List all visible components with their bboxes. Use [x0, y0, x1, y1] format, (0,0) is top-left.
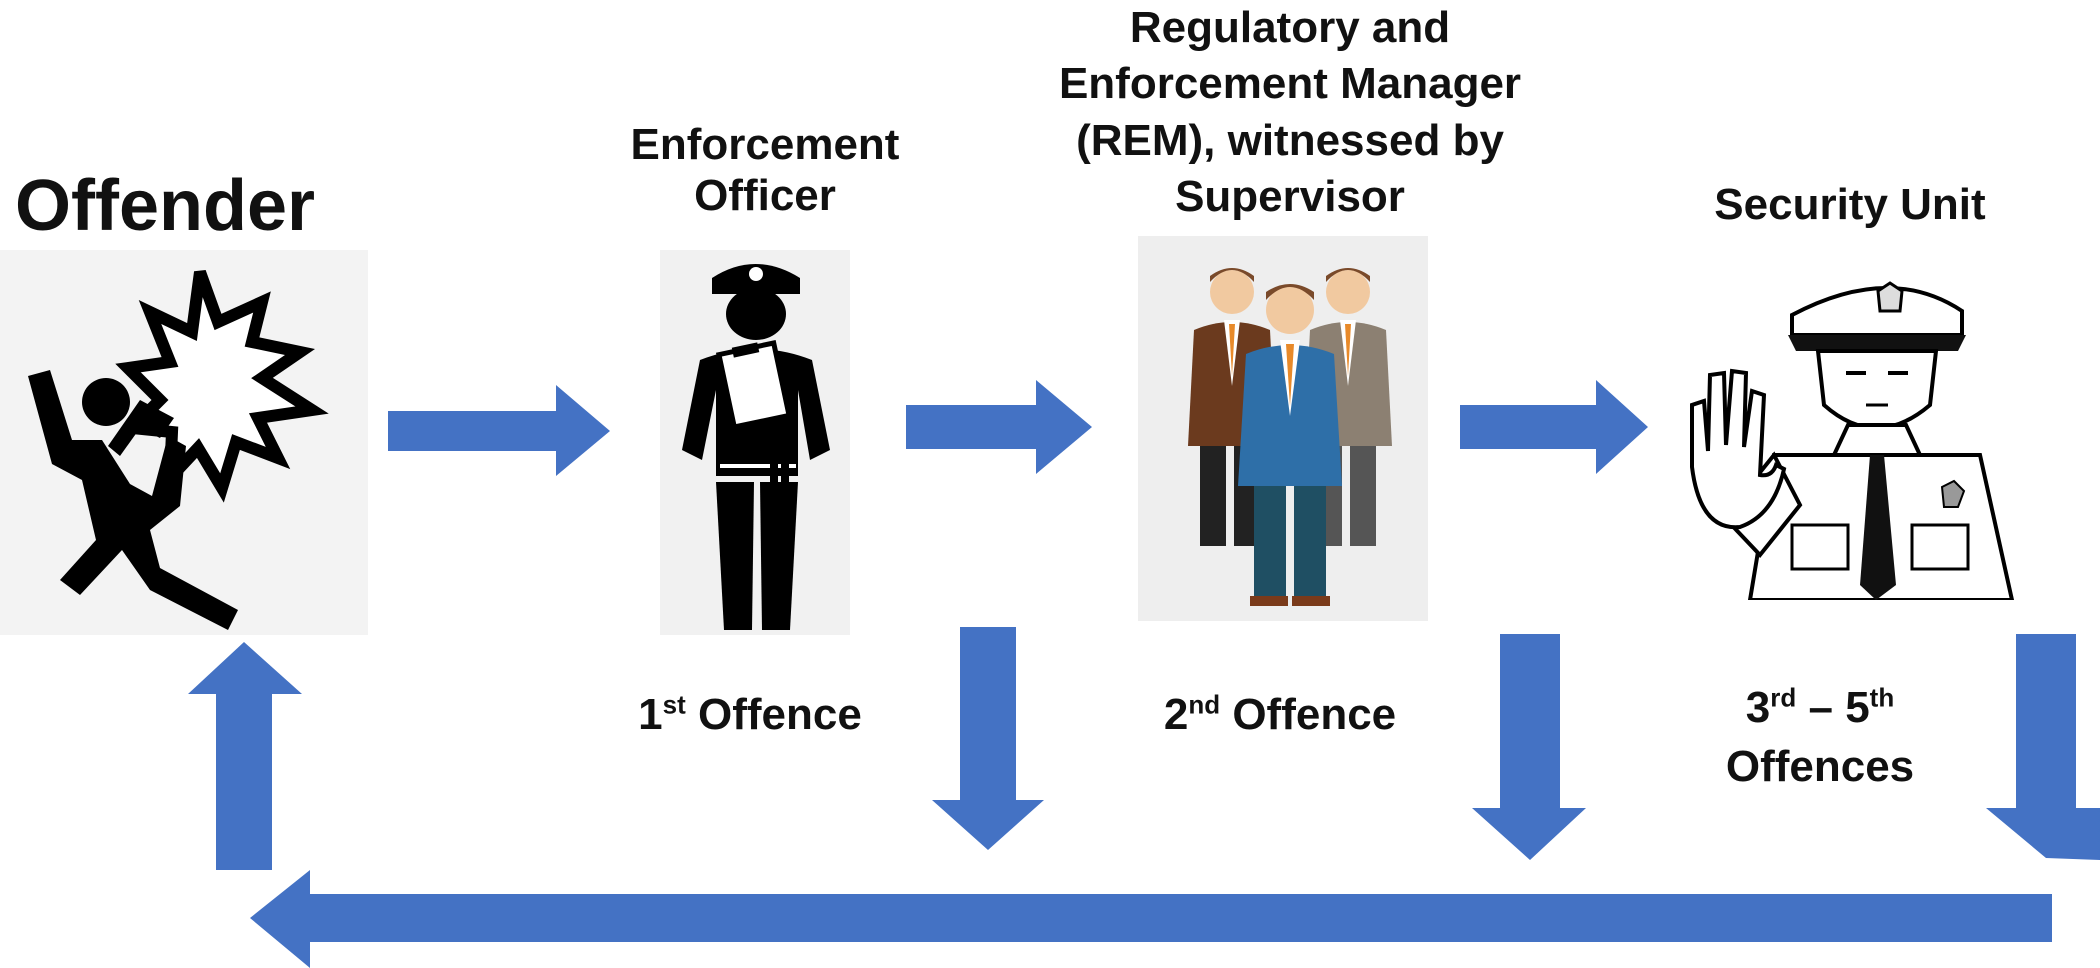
second-offence-label: 2nd Offence [1130, 685, 1430, 744]
rem-title-line3: (REM), witnessed by [1076, 115, 1504, 165]
first-offence-sup: st [662, 689, 686, 720]
offender-explosion-icon [28, 269, 329, 630]
rem-title-line1: Regulatory and [1129, 3, 1451, 52]
enforcement-officer-title: Enforcement Officer [595, 120, 935, 221]
first-offence-num: 1 [638, 690, 663, 739]
fifth-num: 5 [1845, 683, 1870, 732]
arrow-return-left [250, 870, 2052, 968]
arrow-second-offence-down [1472, 634, 1586, 860]
rem-title-line4: Supervisor [1175, 171, 1405, 221]
officer-title-line2: Officer [694, 170, 836, 220]
arrow-return-up [188, 642, 302, 870]
officer-clipboard-icon [682, 264, 830, 630]
rem-title-line2: Enforcement Manager [1058, 59, 1522, 109]
offender-image [0, 250, 368, 635]
rem-title: Regulatory and Enforcement Manager (REM)… [1020, 0, 1560, 225]
security-unit-title: Security Unit [1714, 180, 1986, 229]
security-guard-icon [1690, 281, 2015, 600]
first-offence-text: Offence [685, 690, 862, 739]
rem-image [1138, 236, 1428, 621]
security-image [1680, 255, 2025, 600]
second-offence-sup: nd [1188, 689, 1221, 720]
third-sup: rd [1770, 682, 1797, 713]
fifth-sup: th [1869, 682, 1895, 713]
range-dash: – [1796, 683, 1846, 732]
third-fifth-offence-label: 3rd – 5th Offences [1660, 678, 1980, 797]
arrow-rem-to-security [1460, 380, 1648, 474]
arrow-offender-to-officer [388, 385, 610, 476]
officer-title-line1: Enforcement [630, 120, 900, 169]
second-offence-text: Offence [1220, 690, 1397, 739]
offender-title: Offender [15, 166, 316, 246]
managers-group-icon [1188, 268, 1392, 606]
third-num: 3 [1745, 683, 1771, 732]
third-fifth-line1: 3rd – 5th [1660, 678, 1980, 737]
third-fifth-line2: Offences [1725, 742, 1915, 792]
second-offence-num: 2 [1163, 690, 1189, 739]
first-offence-label: 1st Offence [600, 685, 900, 744]
officer-image [660, 250, 850, 635]
arrow-officer-to-rem [906, 380, 1092, 474]
arrow-first-offence-down [932, 627, 1044, 850]
arrow-third-offence-down [1986, 634, 2100, 860]
